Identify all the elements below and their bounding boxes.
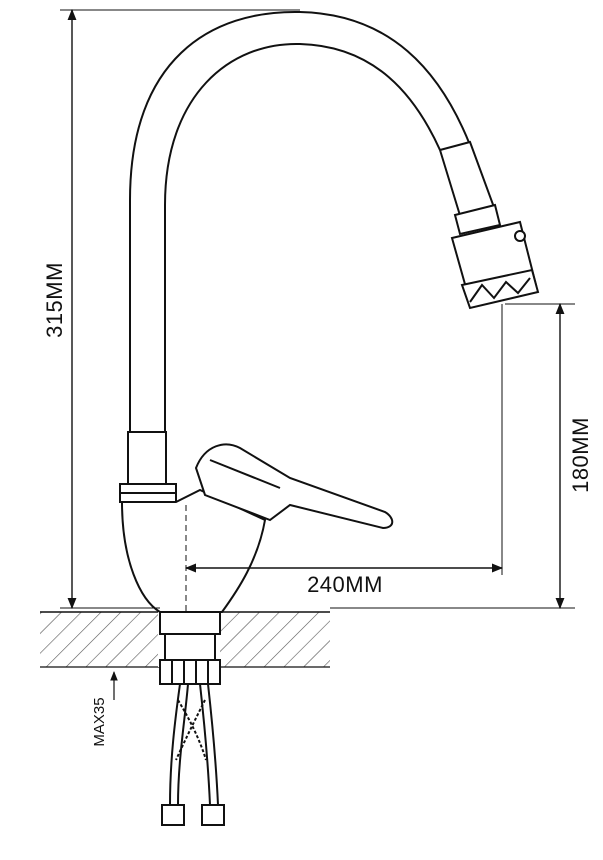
spout-tube — [129, 10, 471, 432]
spout-reach-dimension — [184, 304, 504, 612]
mounting-shank — [159, 611, 221, 685]
spout-height-label: 180MM — [568, 417, 593, 493]
spout-height-dimension — [330, 302, 575, 610]
spout-base-connector — [119, 431, 177, 503]
supply-hoses — [169, 683, 219, 806]
max-thickness-label: MAX35 — [91, 697, 108, 746]
lever-handle — [194, 443, 394, 530]
mixer-body — [120, 488, 267, 613]
height-label: 315MM — [42, 262, 67, 338]
aerator-head — [450, 220, 540, 310]
height-dimension — [60, 8, 300, 610]
hose-fittings — [161, 804, 225, 826]
spout-reach-label: 240MM — [307, 572, 383, 597]
spout-collar — [438, 140, 502, 236]
